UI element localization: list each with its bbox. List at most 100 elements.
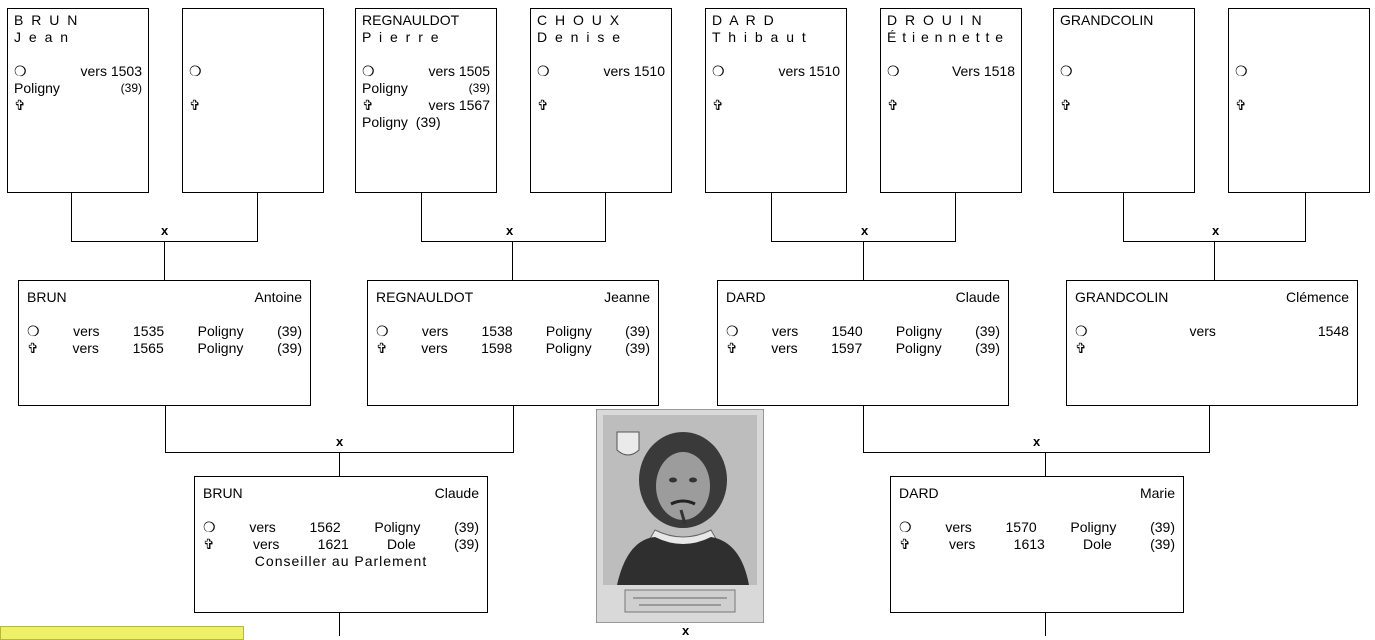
yellow-banner [0, 626, 244, 640]
birth-dept: (39) [468, 81, 490, 95]
birth-icon: ❍ [726, 323, 739, 339]
given-name: T h i b a u t [712, 29, 808, 45]
birth-place: Poligny [197, 323, 244, 339]
birth-place: Poligny [374, 519, 421, 535]
death-qualifier: vers [948, 536, 976, 552]
birth-icon: ❍ [537, 63, 550, 79]
birth-qualifier: vers [771, 323, 799, 339]
birth-dept: (39) [975, 323, 1000, 339]
death-icon: ✞ [726, 340, 738, 356]
birth-place: Poligny [895, 323, 942, 339]
birth-qualifier: vers [421, 323, 449, 339]
connector [164, 241, 165, 280]
surname: B R U N [14, 12, 80, 28]
connector [605, 193, 606, 242]
connector [257, 193, 258, 242]
connector [863, 406, 864, 453]
marriage-mark: x [682, 623, 690, 638]
birth-date: Vers 1518 [951, 63, 1015, 79]
marriage-mark: x [1212, 223, 1220, 238]
death-year: 1613 [1013, 536, 1045, 552]
given-name: Marie [1139, 485, 1175, 501]
connector [512, 241, 513, 280]
marriage-mark: x [336, 434, 344, 449]
birth-icon: ❍ [899, 519, 912, 535]
portrait-image [596, 409, 764, 623]
birth-qualifier: vers [73, 323, 100, 339]
person-box-unknown-2[interactable]: ❍ ✞ [1228, 8, 1370, 193]
given-name: Jeanne [604, 289, 650, 305]
given-name: J e a n [14, 29, 71, 45]
birth-icon: ❍ [887, 63, 900, 79]
birth-dept: (39) [454, 519, 479, 535]
birth-place: Poligny [545, 323, 592, 339]
birth-qualifier: vers [249, 519, 276, 535]
death-icon: ✞ [362, 97, 374, 113]
surname: D A R D [712, 12, 776, 28]
person-box-choux-denise[interactable]: C H O U X D e n i s e ❍vers 1510 ✞ [530, 8, 672, 193]
birth-date: vers 1510 [603, 63, 665, 79]
birth-date: vers 1505 [428, 63, 490, 79]
connector [1045, 613, 1046, 636]
birth-date: vers 1503 [80, 63, 142, 79]
death-place: Dole [1083, 536, 1112, 552]
birth-dept: (39) [120, 81, 142, 95]
surname: BRUN [203, 485, 243, 501]
connector [1305, 193, 1306, 242]
connector [1214, 241, 1215, 280]
death-place: Poligny [545, 340, 592, 356]
connector [771, 193, 772, 242]
given-name: É t i e n n e t t e [887, 29, 1005, 45]
death-icon: ✞ [537, 97, 549, 113]
death-qualifier: vers [771, 340, 798, 356]
birth-icon: ❍ [1075, 323, 1088, 339]
person-box-unknown-1[interactable]: ❍ ✞ [182, 8, 324, 193]
death-icon: ✞ [376, 340, 388, 356]
death-icon: ✞ [1060, 97, 1072, 113]
death-icon: ✞ [27, 340, 39, 356]
birth-qualifier: vers [945, 519, 972, 535]
person-box-regnauldot-pierre[interactable]: REGNAULDOT P i e r r e ❍vers 1505 Polign… [355, 8, 497, 193]
death-year: 1565 [132, 340, 164, 356]
birth-year: 1548 [1317, 323, 1349, 339]
death-year: 1597 [831, 340, 863, 356]
birth-year: 1540 [831, 323, 863, 339]
connector [1209, 406, 1210, 453]
person-box-grandcolin[interactable]: GRANDCOLIN ❍ ✞ [1053, 8, 1195, 193]
birth-icon: ❍ [189, 63, 202, 79]
death-icon: ✞ [189, 97, 201, 113]
death-place: Poligny [197, 340, 244, 356]
surname: REGNAULDOT [362, 12, 460, 28]
death-place: Dole [387, 536, 416, 552]
death-icon: ✞ [712, 97, 724, 113]
death-qualifier: vers [252, 536, 280, 552]
marriage-mark: x [1033, 434, 1041, 449]
surname: REGNAULDOT [376, 289, 474, 305]
birth-year: 1538 [481, 323, 513, 339]
connector [71, 193, 72, 242]
death-icon: ✞ [203, 536, 215, 552]
connector [513, 406, 514, 453]
birth-place: Poligny [14, 80, 60, 96]
birth-dept: (39) [277, 323, 302, 339]
death-dept: (39) [625, 340, 650, 356]
given-name: P i e r r e [362, 29, 441, 45]
birth-icon: ❍ [14, 63, 27, 79]
person-box-dard-thibaut[interactable]: D A R D T h i b a u t ❍vers 1510 ✞ [705, 8, 847, 193]
occupation: Conseiller au Parlement [254, 553, 428, 569]
death-icon: ✞ [1235, 97, 1247, 113]
death-icon: ✞ [887, 97, 899, 113]
person-box-drouin-etiennette[interactable]: D R O U I N É t i e n n e t t e ❍Vers 15… [880, 8, 1022, 193]
surname: GRANDCOLIN [1060, 12, 1154, 28]
surname: DARD [899, 485, 939, 501]
connector [1045, 452, 1046, 476]
given-name: Claude [955, 289, 1000, 305]
birth-icon: ❍ [376, 323, 389, 339]
person-box-brun-jean[interactable]: B R U N J e a n ❍vers 1503 Poligny(39) ✞ [7, 8, 149, 193]
